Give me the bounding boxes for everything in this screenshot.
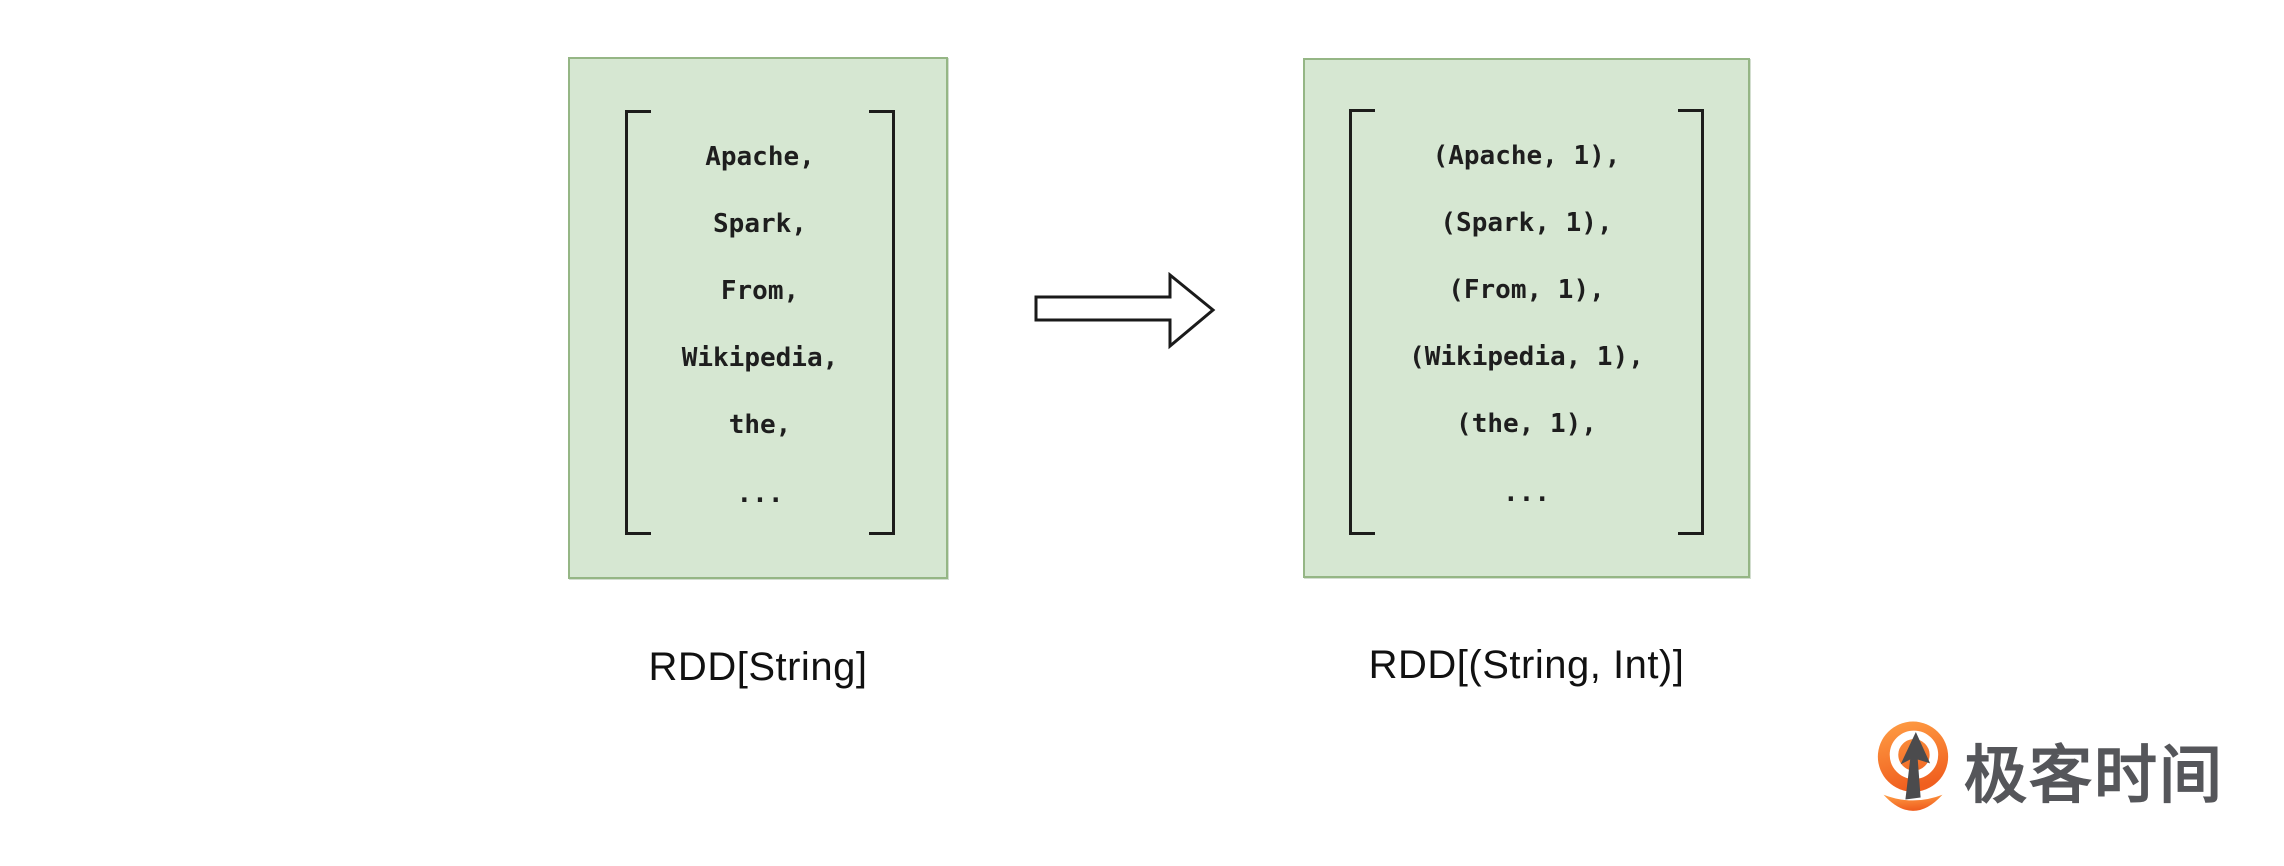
left-box-line: Wikipedia, <box>681 343 839 373</box>
geektime-logo-icon <box>1877 721 1949 811</box>
left-box-line: Apache, <box>705 142 815 172</box>
geektime-logo-text: 极客时间 <box>1964 738 2224 812</box>
geektime-logo: 极客时间 <box>1875 720 2224 820</box>
rdd-string-int-box: (Apache, 1), (Spark, 1), (From, 1), (Wik… <box>1303 58 1750 578</box>
rdd-string-label: RDD[String] <box>648 645 868 689</box>
right-box-ellipsis: ... <box>1503 478 1550 508</box>
left-box-line: Spark, <box>713 209 807 239</box>
right-box-line: (Apache, 1), <box>1432 141 1621 171</box>
right-bracket-group: (Apache, 1), (Spark, 1), (From, 1), (Wik… <box>1349 109 1704 535</box>
transform-arrow-icon <box>1034 272 1216 350</box>
right-box-line: (Spark, 1), <box>1440 208 1613 238</box>
left-close-bracket <box>869 110 895 535</box>
right-close-bracket <box>1678 109 1704 535</box>
rdd-string-int-label: RDD[(String, Int)] <box>1368 643 1685 687</box>
rdd-string-box: Apache, Spark, From, Wikipedia, the, ... <box>568 57 948 579</box>
right-box-line: (Wikipedia, 1), <box>1409 342 1644 372</box>
right-box-line: (From, 1), <box>1448 275 1605 305</box>
right-open-bracket <box>1349 109 1375 535</box>
left-box-ellipsis: ... <box>736 479 784 509</box>
left-bracket-group: Apache, Spark, From, Wikipedia, the, ... <box>625 110 895 535</box>
right-box-line: (the, 1), <box>1456 409 1597 439</box>
left-open-bracket <box>625 110 651 535</box>
left-box-line: the, <box>728 410 792 440</box>
left-box-line: From, <box>720 276 800 306</box>
